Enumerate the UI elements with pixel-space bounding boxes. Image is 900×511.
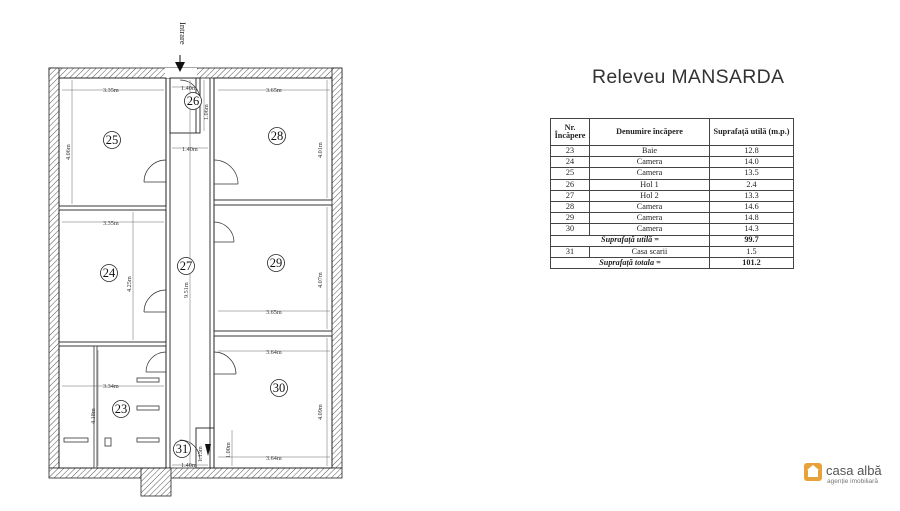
rooms-table: Nr. Încăpere Denumire încăpere Suprafață… — [550, 118, 794, 270]
row-number: 26 — [550, 178, 590, 191]
row-name: Camera — [589, 212, 710, 225]
floor-plan: Intrare 3.35m 1.40m 3.65m 1.40m 3.35m 3.… — [48, 22, 343, 497]
dim-3-65m-mid: 3.65m — [266, 309, 282, 316]
row-number: 27 — [550, 189, 590, 202]
row-name: Hol 2 — [589, 189, 710, 202]
row-name: Casa scarii — [589, 245, 710, 258]
room-23-label: 23 — [115, 402, 128, 416]
dim-3-64m-mid: 3.64m — [266, 349, 282, 356]
table-row: 28 Camera 14.6 — [550, 200, 794, 214]
interior-walls — [58, 77, 333, 469]
room-31-label: 31 — [176, 442, 189, 456]
dim-1-00m: 1.00m — [225, 442, 232, 458]
entrance-label: Intrare — [178, 22, 188, 45]
stair-arrow — [205, 444, 211, 456]
row-area: 1.5 — [709, 245, 794, 258]
dim-4-25m: 4.25m — [126, 276, 133, 292]
grand-total-value: 101.2 — [709, 256, 794, 270]
util-total-label: Suprafață utilă = — [550, 234, 710, 247]
dim-1-40m-bottom: 1.40m — [181, 462, 197, 469]
util-total-value: 99.7 — [709, 234, 794, 247]
util-total-row: Suprafață utilă = 99.7 — [550, 234, 794, 247]
room-28-label: 28 — [271, 129, 284, 143]
dim-4-18m: 4.18m — [90, 408, 97, 424]
room-30-label: 30 — [273, 381, 286, 395]
dim-3-65m-top: 3.65m — [266, 87, 282, 94]
brand-logo: casa albă agenție imobiliară — [804, 462, 894, 488]
table-header-row: Nr. Încăpere Denumire încăpere Suprafață… — [550, 118, 794, 146]
row-name: Camera — [589, 223, 710, 236]
grand-total-row: Suprafață totala = 101.2 — [550, 256, 794, 270]
dim-4-01m: 4.01m — [317, 142, 324, 158]
dim-3-34m: 3.34m — [103, 383, 119, 390]
dim-4-09m: 4.09m — [317, 404, 324, 420]
dim-1-40m-mid: 1.40m — [182, 146, 198, 153]
row-name: Baie — [589, 144, 710, 158]
dim-4-07m: 4.07m — [317, 272, 324, 288]
dim-9-51m: 9.51m — [183, 282, 190, 298]
room-26-label: 26 — [187, 94, 200, 108]
row-area: 14.3 — [709, 223, 794, 236]
dim-3-64m-bottom: 3.64m — [266, 455, 282, 462]
room-25-label: 25 — [106, 133, 119, 147]
brand-tagline: agenție imobiliară — [827, 478, 878, 485]
row-area: 2.4 — [709, 178, 794, 191]
header-room-name: Denumire încăpere — [589, 118, 710, 146]
room-27-label: 27 — [180, 259, 193, 273]
dim-1-40m-top: 1.40m — [181, 85, 197, 92]
row-area: 13.3 — [709, 189, 794, 202]
grand-total-label: Suprafață totala = — [550, 256, 710, 270]
row-area: 14.8 — [709, 212, 794, 225]
room-24-label: 24 — [103, 266, 116, 280]
dim-1-13m: 1.13m — [197, 446, 204, 462]
dim-4-06m: 4.06m — [65, 144, 72, 160]
dim-3-35m-top: 3.35m — [103, 87, 119, 94]
row-area: 14.6 — [709, 200, 794, 214]
row-number: 28 — [550, 200, 590, 214]
table-row: 25 Camera 13.5 — [550, 167, 794, 180]
row-area: 13.5 — [709, 167, 794, 180]
row-name: Camera — [589, 156, 710, 169]
dim-3-35m-mid: 3.35m — [103, 220, 119, 227]
exterior-walls — [48, 67, 343, 497]
row-number: 24 — [550, 156, 590, 169]
table-row: 27 Hol 2 13.3 — [550, 189, 794, 202]
room-numbers: 25 26 28 24 27 29 23 30 31 — [100, 92, 288, 458]
row-number: 25 — [550, 167, 590, 180]
row-number: 23 — [550, 144, 590, 158]
row-area: 12.8 — [709, 144, 794, 158]
header-room-number: Nr. Încăpere — [550, 118, 590, 146]
row-number: 29 — [550, 212, 590, 225]
row-name: Camera — [589, 200, 710, 214]
table-row: 31 Casa scarii 1.5 — [550, 245, 794, 258]
table-row: 24 Camera 14.0 — [550, 156, 794, 169]
dim-1-06m: 1.06m — [203, 104, 210, 120]
door-swings — [143, 79, 239, 461]
table-row: 23 Baie 12.8 — [550, 144, 794, 158]
table-row: 26 Hol 1 2.4 — [550, 178, 794, 191]
house-icon — [804, 463, 822, 481]
row-number: 30 — [550, 223, 590, 236]
row-name: Camera — [589, 167, 710, 180]
row-name: Hol 1 — [589, 178, 710, 191]
room-29-label: 29 — [270, 256, 283, 270]
table-row: 29 Camera 14.8 — [550, 212, 794, 225]
entrance-arrow — [175, 55, 185, 72]
row-area: 14.0 — [709, 156, 794, 169]
row-number: 31 — [550, 245, 590, 258]
brand-name: casa albă — [826, 463, 882, 478]
bathroom-fixtures — [63, 345, 160, 469]
table-row: 30 Camera 14.3 — [550, 223, 794, 236]
page-title: Releveu MANSARDA — [592, 66, 785, 88]
header-room-area: Suprafață utilă (m.p.) — [709, 118, 794, 146]
dimension-labels: 3.35m 1.40m 3.65m 1.40m 3.35m 3.65m 3.64… — [65, 85, 324, 469]
